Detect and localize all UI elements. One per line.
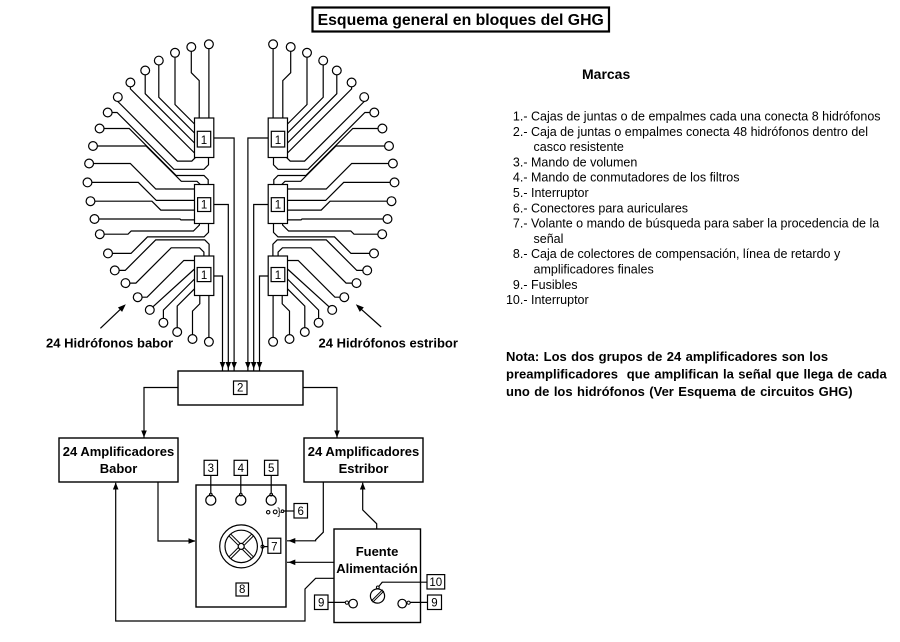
svg-text:5.-: 5.- xyxy=(513,186,528,200)
svg-text:}: } xyxy=(277,506,281,518)
svg-text:Nota: Los dos grupos de 24 amp: Nota: Los dos grupos de 24 amplificadore… xyxy=(506,349,828,364)
svg-text:Mando de conmutadores de los f: Mando de conmutadores de los filtros xyxy=(531,171,739,185)
svg-text:Esquema general en bloques del: Esquema general en bloques del GHG xyxy=(318,12,604,29)
svg-text:5: 5 xyxy=(268,463,274,475)
svg-text:Interruptor: Interruptor xyxy=(531,293,589,307)
svg-text:24 Hidrófonos babor: 24 Hidrófonos babor xyxy=(46,336,173,351)
svg-text:7: 7 xyxy=(271,541,277,553)
svg-text:señal: señal xyxy=(534,232,564,246)
svg-text:2: 2 xyxy=(237,383,243,395)
svg-text:3: 3 xyxy=(208,463,214,475)
svg-text:24 Amplificadores: 24 Amplificadores xyxy=(308,444,420,459)
svg-text:24 Amplificadores: 24 Amplificadores xyxy=(63,444,175,459)
svg-text:10.-: 10.- xyxy=(506,293,528,307)
svg-text:Caja de colectores de compensa: Caja de colectores de compensación, líne… xyxy=(531,247,841,261)
svg-text:amplificadores finales: amplificadores finales xyxy=(534,263,654,277)
svg-text:uno de los hidrófonos (Ver Esq: uno de los hidrófonos (Ver Esquema de ci… xyxy=(506,384,853,399)
svg-text:Caja de juntas o empalmes cone: Caja de juntas o empalmes conecta 48 hid… xyxy=(531,125,868,139)
svg-text:Mando de volumen: Mando de volumen xyxy=(531,155,637,169)
svg-text:3.-: 3.- xyxy=(513,155,528,169)
svg-text:Fuente: Fuente xyxy=(356,544,399,559)
svg-text:8: 8 xyxy=(239,584,245,596)
svg-text:6.-: 6.- xyxy=(513,201,528,215)
svg-text:6: 6 xyxy=(297,506,303,518)
svg-text:1: 1 xyxy=(275,200,281,212)
svg-text:Conectores para auriculares: Conectores para auriculares xyxy=(531,201,688,215)
svg-text:10: 10 xyxy=(429,577,442,589)
svg-text:2.-: 2.- xyxy=(513,125,528,139)
svg-text:1: 1 xyxy=(201,135,207,147)
svg-text:9.-: 9.- xyxy=(513,278,528,292)
svg-text:Cajas de juntas o de empalmes: Cajas de juntas o de empalmes cada una c… xyxy=(531,110,881,124)
svg-text:4.-: 4.- xyxy=(513,171,528,185)
svg-text:9: 9 xyxy=(318,598,324,610)
svg-text:preamplificadores que amplifi: preamplificadores que amplifican la seña… xyxy=(506,367,887,382)
svg-text:7.-: 7.- xyxy=(513,217,528,231)
svg-text:1: 1 xyxy=(201,200,207,212)
svg-text:1.-: 1.- xyxy=(513,110,528,124)
svg-text:casco resistente: casco resistente xyxy=(534,140,624,154)
svg-text:Fusibles: Fusibles xyxy=(531,278,578,292)
svg-text:Estribor: Estribor xyxy=(339,461,389,476)
svg-text:Babor: Babor xyxy=(100,461,138,476)
svg-text:1: 1 xyxy=(275,270,281,282)
svg-text:Interruptor: Interruptor xyxy=(531,186,589,200)
svg-text:Marcas: Marcas xyxy=(582,66,630,82)
svg-text:9: 9 xyxy=(431,598,437,610)
svg-text:4: 4 xyxy=(238,463,245,475)
svg-text:Volante o mando de búsqueda pa: Volante o mando de búsqueda para saber l… xyxy=(531,217,879,231)
svg-text:1: 1 xyxy=(201,270,207,282)
svg-text:1: 1 xyxy=(275,135,281,147)
svg-text:Alimentación: Alimentación xyxy=(336,561,418,576)
svg-text:8.-: 8.- xyxy=(513,247,528,261)
svg-text:24 Hidrófonos estribor: 24 Hidrófonos estribor xyxy=(319,336,458,351)
